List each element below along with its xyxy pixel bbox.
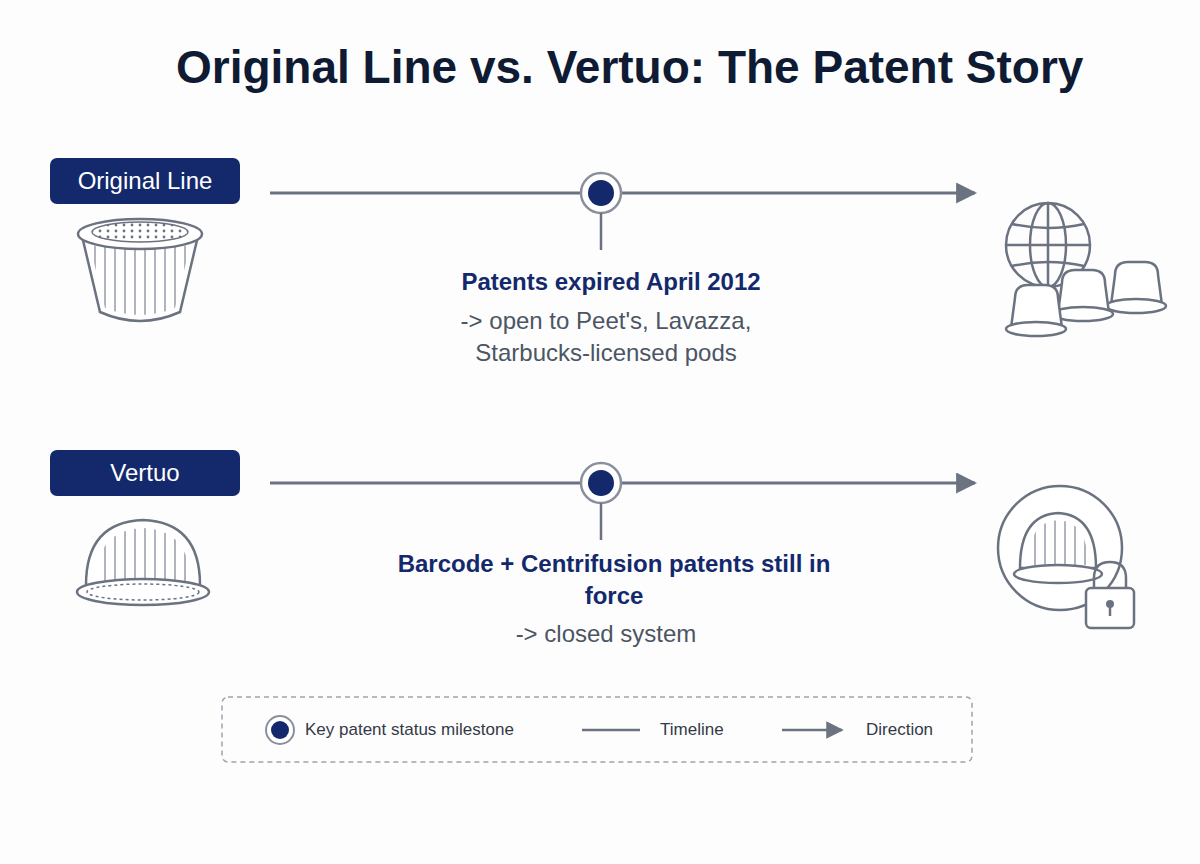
pods-icon <box>1006 262 1166 336</box>
timeline <box>270 193 975 483</box>
phase-pill: Vertuo <box>50 450 240 496</box>
legend-box <box>222 697 972 762</box>
legend-text: Timeline <box>660 720 724 740</box>
milestone-heading: Patents expired April 2012 <box>311 266 911 298</box>
pill-label: Original Line <box>78 167 213 195</box>
legend-text: Direction <box>866 720 933 740</box>
pill-label: Vertuo <box>110 459 179 487</box>
title: Original Line vs. Vertuo: The Patent Sto… <box>176 40 1083 94</box>
legend-text: Key patent status milestone <box>305 720 514 740</box>
lock-icon <box>998 486 1134 628</box>
legend-sample <box>266 716 842 744</box>
phase-pill: Original Line <box>50 158 240 204</box>
vertuo-pod-icon <box>77 520 209 605</box>
original-capsule-icon <box>78 219 202 321</box>
milestone-note: -> open to Peet's, Lavazza, Starbucks-li… <box>426 305 786 370</box>
milestone-note: -> closed system <box>406 618 806 650</box>
milestone-heading: Barcode + Centrifusion patents still in … <box>394 548 834 613</box>
